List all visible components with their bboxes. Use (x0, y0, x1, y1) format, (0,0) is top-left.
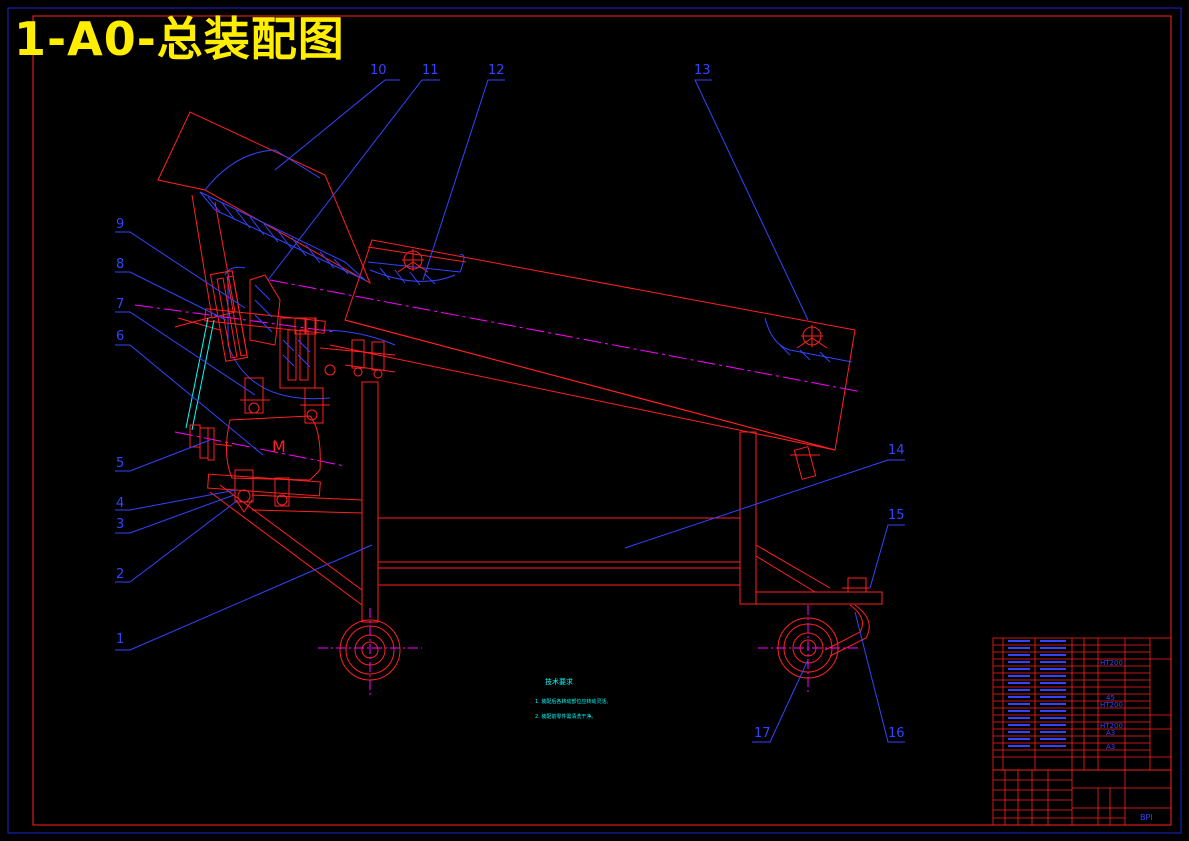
balloon-15: 15 (888, 508, 905, 523)
stand-frame (209, 381, 883, 657)
balloon-16: 16 (888, 726, 905, 741)
notes-item-1: 1. 装配后各转动部位应转动灵活。 (535, 698, 611, 705)
balloon-11: 11 (422, 63, 439, 78)
centerlines (134, 279, 863, 467)
leader-lines (115, 79, 905, 743)
balloon-3: 3 (116, 517, 124, 532)
notes-item-2: 2. 装配前零件需清洗干净。 (535, 713, 596, 720)
outer-frame (7, 7, 1182, 834)
drive-mechanism (204, 270, 396, 424)
material-3: HT200 (1100, 701, 1123, 709)
sheet-title: 1-A0-总装配图 (14, 12, 345, 66)
motor-label: M (272, 437, 286, 456)
material-4: HT200 (1100, 722, 1123, 730)
trough-bearings (397, 249, 828, 480)
inner-frame (32, 15, 1172, 826)
balloon-12: 12 (488, 63, 505, 78)
hopper (157, 111, 372, 331)
title-block (992, 769, 1172, 826)
parts-list-rows (1008, 640, 1066, 747)
balloon-14: 14 (888, 443, 905, 458)
material-5: A3 (1106, 729, 1115, 737)
trough-hatch (224, 254, 853, 400)
balloon-17: 17 (754, 726, 771, 741)
material-2: 45 (1106, 694, 1115, 702)
balloon-labels: 1 2 3 4 5 6 7 8 9 10 11 12 13 14 15 16 1… (116, 63, 905, 741)
balloon-7: 7 (116, 297, 124, 312)
technical-notes: 技术要求 1. 装配后各转动部位应转动灵活。 2. 装配前零件需清洗干净。 (535, 677, 611, 720)
balloon-8: 8 (116, 257, 124, 272)
parts-list-materials: HT200 45 HT200 HT200 A3 A3 (1100, 659, 1123, 751)
balloon-1: 1 (116, 632, 124, 647)
hopper-hatch (199, 149, 366, 281)
v-belt (185, 317, 215, 431)
motor (189, 415, 321, 513)
balloon-5: 5 (116, 456, 124, 471)
wheel-right (758, 605, 858, 695)
material-6: A3 (1106, 743, 1115, 751)
drawing-code: BPI (1140, 813, 1153, 822)
drive-hatch (254, 284, 311, 368)
trough (329, 239, 856, 451)
wheel-left (318, 608, 422, 698)
balloon-10: 10 (370, 63, 387, 78)
balloon-6: 6 (116, 329, 124, 344)
material-1: HT200 (1100, 659, 1123, 667)
notes-heading: 技术要求 (545, 677, 573, 686)
balloon-13: 13 (694, 63, 711, 78)
balloon-9: 9 (116, 217, 124, 232)
balloon-2: 2 (116, 567, 124, 582)
balloon-4: 4 (116, 496, 124, 511)
